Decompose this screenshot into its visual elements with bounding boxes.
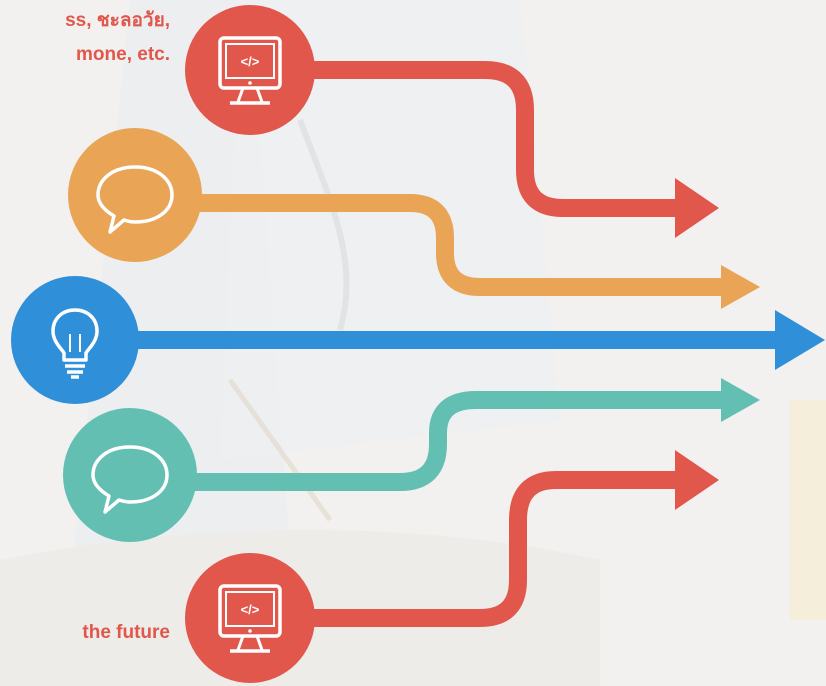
caption-bottom: the future: [82, 622, 170, 643]
arrow-red-top: [250, 61, 719, 238]
monitor-code-icon: </>: [185, 5, 315, 135]
arrow-head: [675, 450, 719, 510]
speech-bubble-icon: [63, 408, 197, 542]
monitor-code-icon: </>: [185, 553, 315, 683]
arrow-red-bottom: [250, 450, 719, 627]
arrow-orange: [145, 194, 760, 309]
caption-top-line-1: ss, ชะลอวัย,: [65, 10, 170, 31]
speech-bubble-icon: [68, 128, 202, 262]
code-glyph: </>: [241, 602, 260, 617]
arrow-head: [721, 265, 760, 309]
arrow-blue: [80, 310, 825, 370]
arrow-head: [675, 178, 719, 238]
lightbulb-icon: [11, 276, 139, 404]
code-glyph: </>: [241, 54, 260, 69]
arrow-head: [775, 310, 825, 370]
arrow-head: [721, 378, 760, 422]
arrow-teal: [145, 378, 760, 491]
caption-top-line-2: mone, etc.: [76, 44, 170, 65]
